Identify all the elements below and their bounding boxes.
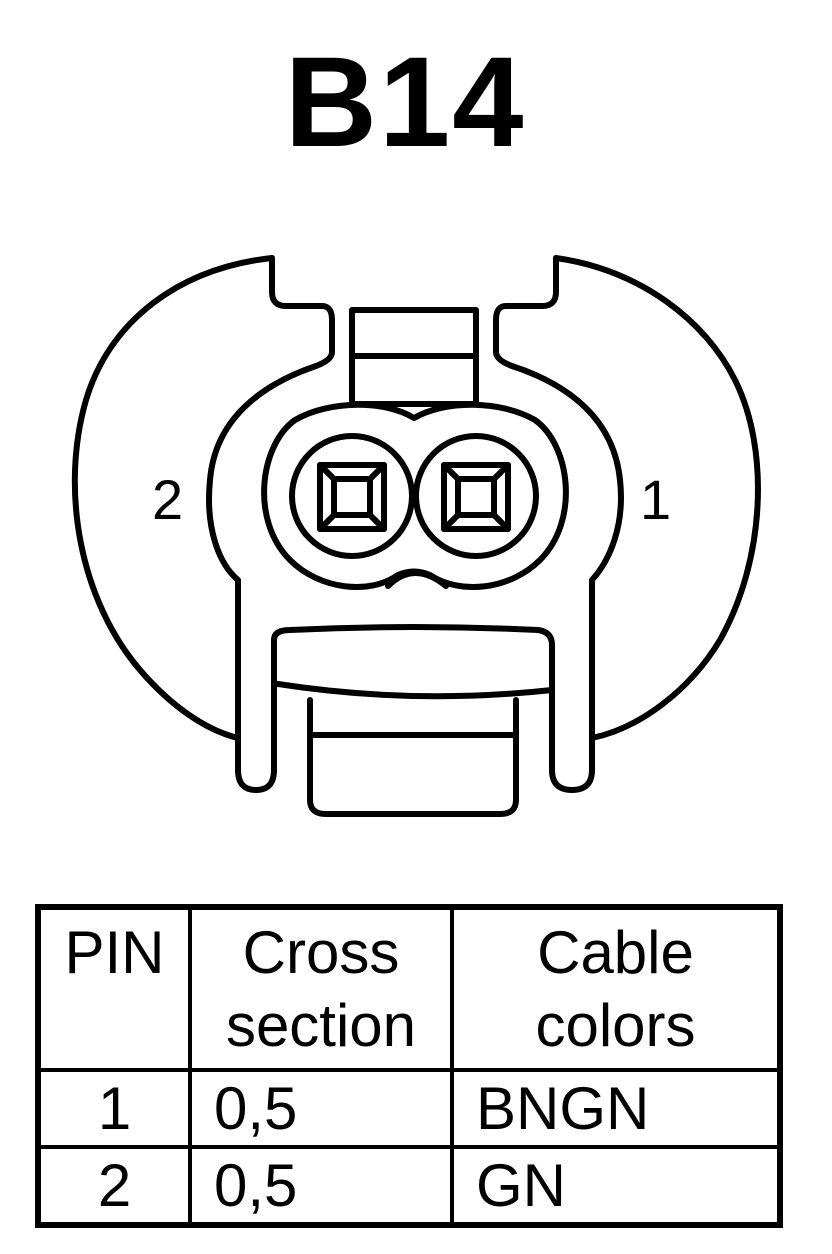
row-cable-color: GN xyxy=(450,1145,782,1228)
pin-chamber-1 xyxy=(413,433,539,559)
locking-tab xyxy=(269,255,559,369)
terminal-pin-1 xyxy=(441,462,511,532)
pin-chamber-2 xyxy=(289,433,415,559)
table-header-row: PIN Cross section Cable colors xyxy=(36,905,782,1072)
bottom-latch xyxy=(307,697,519,817)
row-cable-color: BNGN xyxy=(450,1067,782,1150)
pin-label-2: 2 xyxy=(152,468,183,531)
row-pin: 1 xyxy=(36,1067,192,1150)
row-pin: 2 xyxy=(36,1145,192,1228)
row-cross-section: 0,5 xyxy=(188,1067,454,1150)
header-pin: PIN xyxy=(36,905,192,1072)
table-row: 1 0,5 BNGN xyxy=(36,1067,782,1150)
row-cross-section: 0,5 xyxy=(188,1145,454,1228)
table-row: 2 0,5 GN xyxy=(36,1145,782,1228)
header-cross-section: Cross section xyxy=(188,905,454,1072)
connector-housing-outline xyxy=(71,255,761,741)
keying-notch xyxy=(385,570,449,589)
pin-label-1: 1 xyxy=(640,468,671,531)
bottom-latch-upper xyxy=(275,681,555,700)
inner-body-outline xyxy=(206,363,624,793)
connector-title: B14 xyxy=(284,31,526,174)
pin-assignment-table: PIN Cross section Cable colors 1 0,5 BNG… xyxy=(35,904,783,1229)
terminal-pin-2 xyxy=(317,462,387,532)
header-cable-colors: Cable colors xyxy=(450,905,782,1072)
connector-diagram: 2 1 xyxy=(71,255,761,817)
